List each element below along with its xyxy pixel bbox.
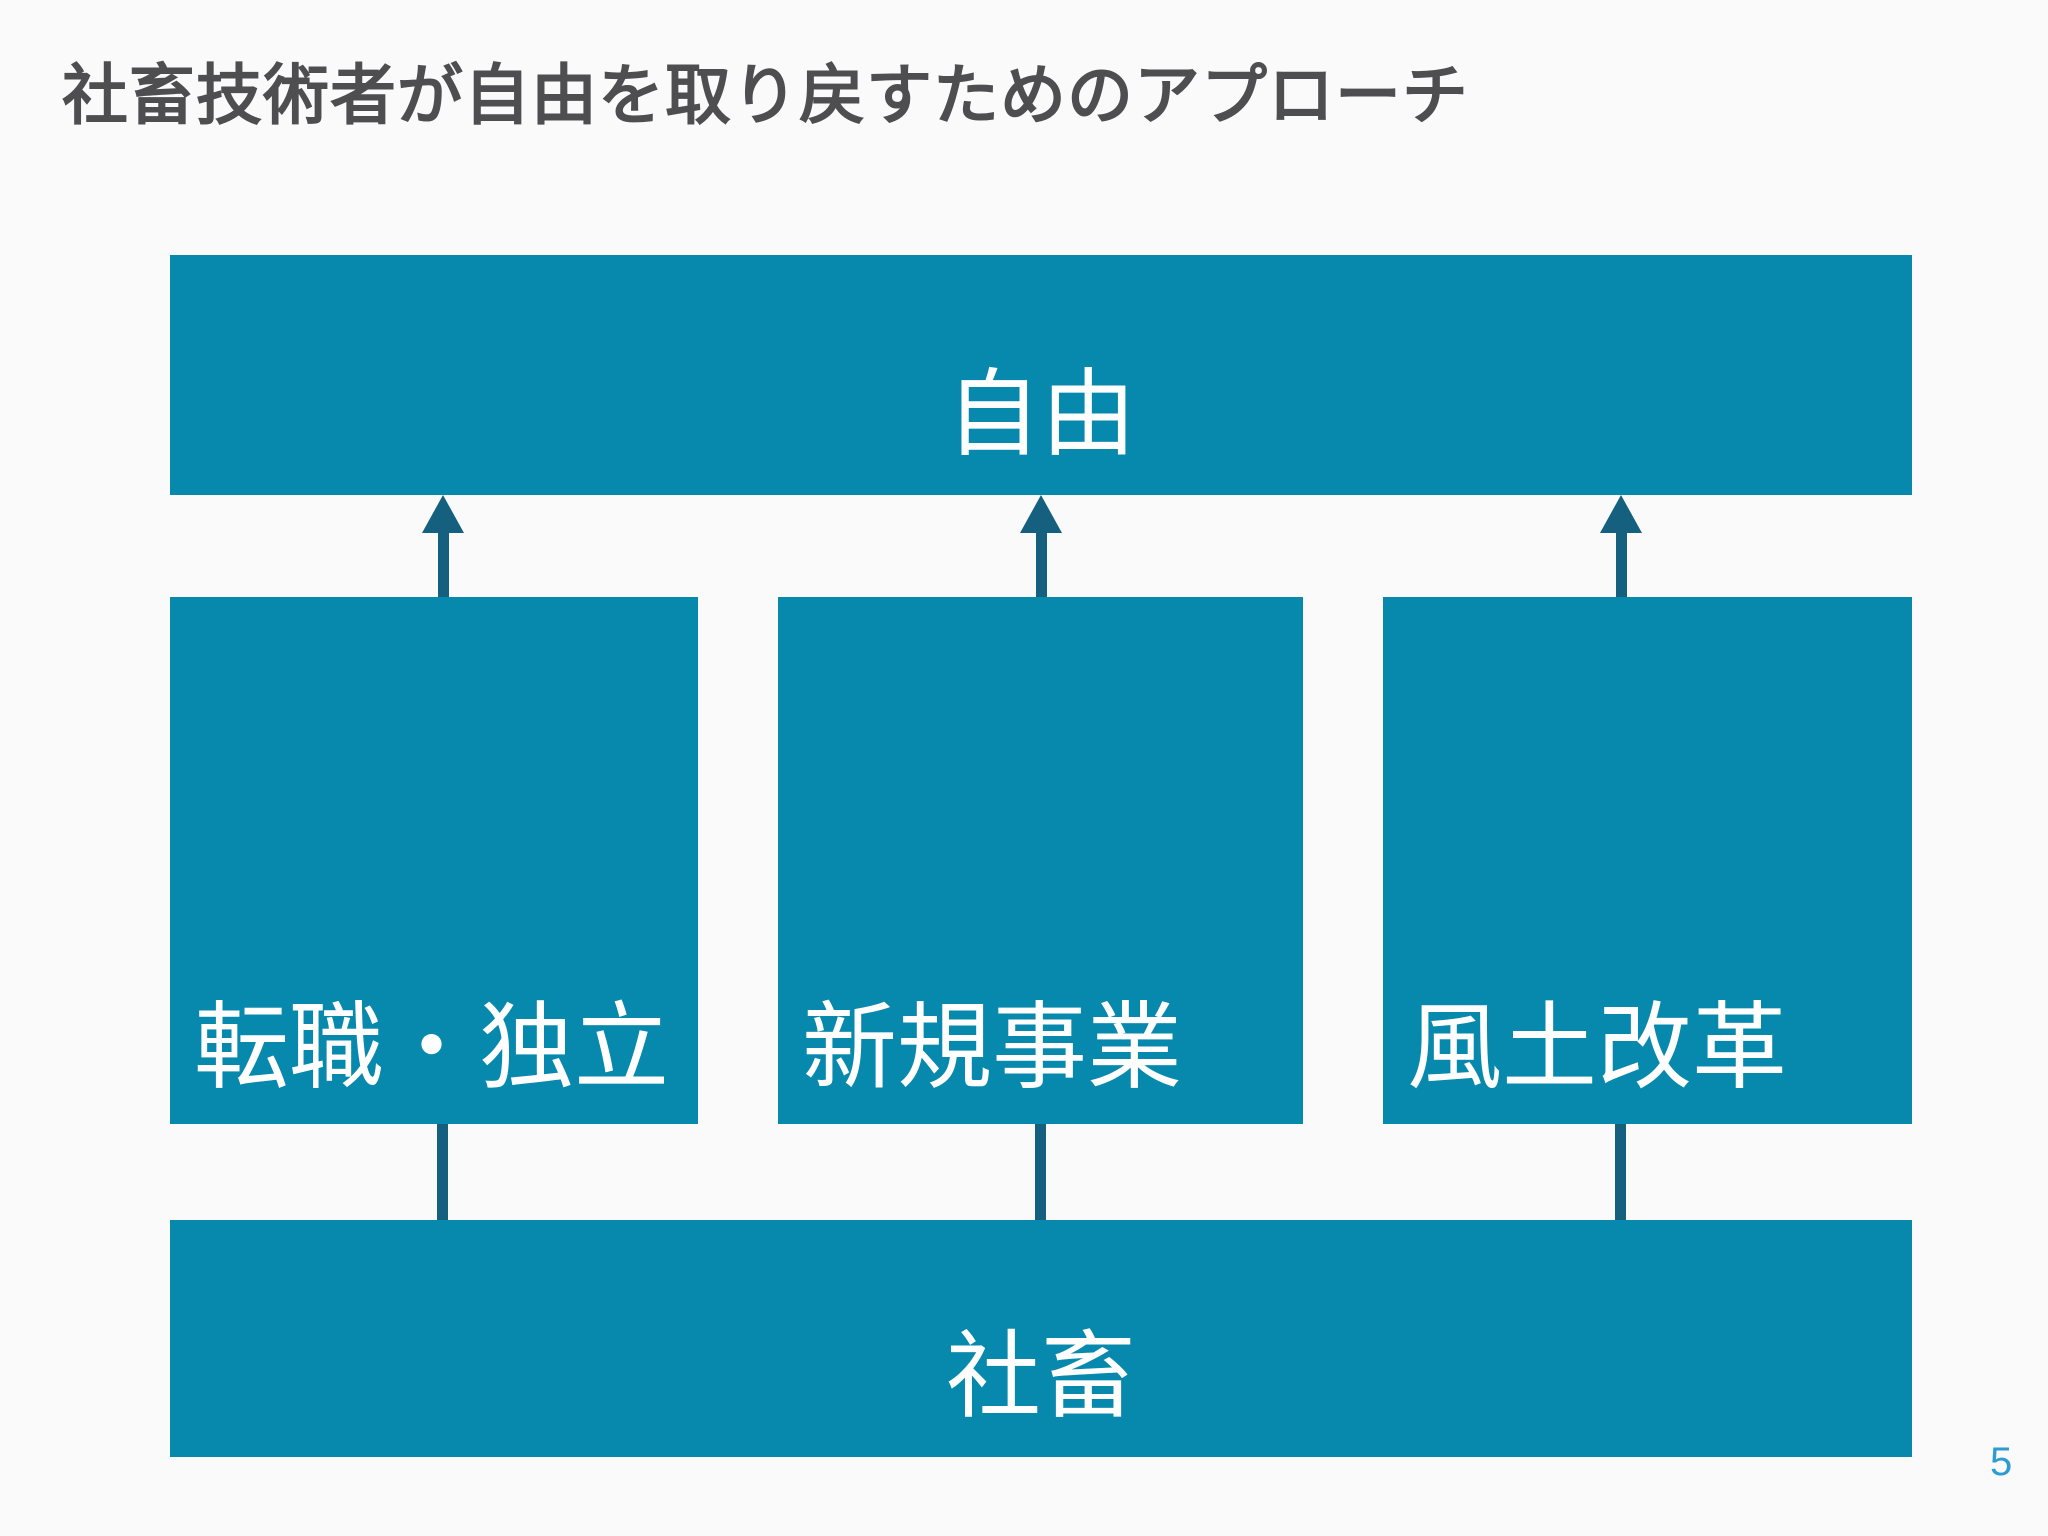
up-arrow-2: [1020, 495, 1062, 597]
approach-box-new-business: 新規事業: [778, 597, 1303, 1124]
approach-box-job-change: 転職・独立: [170, 597, 698, 1124]
approach-box-label: 転職・独立: [194, 995, 670, 1101]
approach-box-label: 新規事業: [802, 995, 1183, 1101]
up-arrow-head-icon: [422, 495, 464, 533]
page-number: 5: [1990, 1440, 2013, 1484]
corporate-slave-box: 社畜: [170, 1220, 1912, 1457]
approach-box-culture-reform: 風土改革: [1383, 597, 1912, 1124]
connector-line-3: [1615, 1124, 1626, 1220]
up-arrow-head-icon: [1600, 495, 1642, 533]
up-arrow-shaft: [1615, 533, 1627, 597]
up-arrow-3: [1600, 495, 1642, 597]
slide-title: 社畜技術者が自由を取り戻すためのアプローチ: [62, 58, 1469, 132]
approach-box-label: 風土改革: [1407, 995, 1788, 1101]
freedom-box: 自由: [170, 255, 1912, 495]
connector-line-2: [1035, 1124, 1046, 1220]
up-arrow-1: [422, 495, 464, 597]
up-arrow-head-icon: [1020, 495, 1062, 533]
up-arrow-shaft: [437, 533, 449, 597]
connector-line-1: [437, 1124, 448, 1220]
freedom-box-label: 自由: [945, 362, 1136, 468]
up-arrow-shaft: [1035, 533, 1047, 597]
corporate-slave-box-label: 社畜: [945, 1324, 1136, 1430]
